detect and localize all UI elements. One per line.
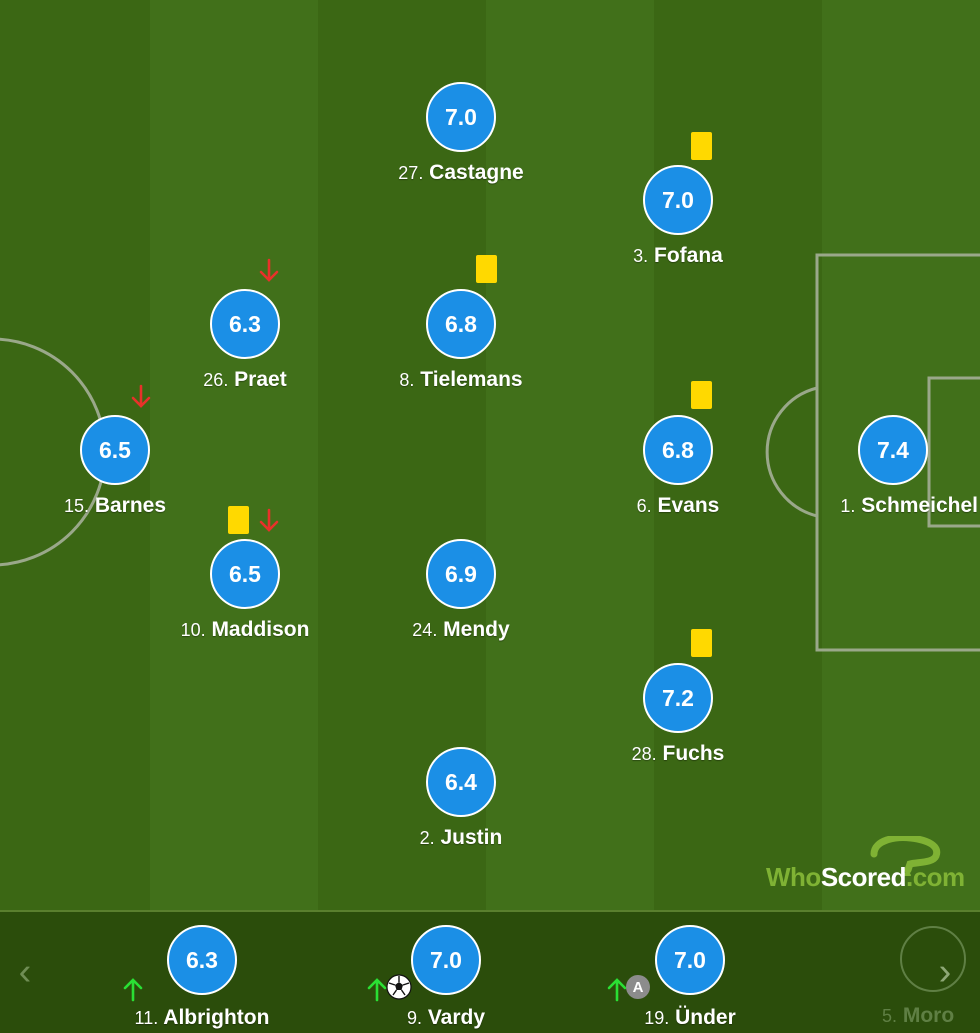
player-rating[interactable]: 6.8 bbox=[426, 289, 496, 359]
player-rating[interactable]: 6.5 bbox=[210, 539, 280, 609]
substitutes-bar: ‹ 6.3 11. Albrighton 7.0 9. Vardy A 7.0 … bbox=[0, 910, 980, 1033]
player-rating[interactable]: 7.0 bbox=[411, 925, 481, 995]
player-rating[interactable]: 7.2 bbox=[643, 663, 713, 733]
player-name[interactable]: 27. Castagne bbox=[398, 161, 524, 184]
bench-player-name-partial[interactable]: 5. Moro bbox=[882, 1004, 955, 1027]
player-rating[interactable]: 6.3 bbox=[167, 925, 237, 995]
sub-on-arrow-icon bbox=[367, 978, 387, 1002]
sub-off-arrow-icon bbox=[259, 508, 279, 532]
whoscored-logo: WhoScored.com bbox=[766, 836, 966, 896]
player-name[interactable]: 8. Tielemans bbox=[399, 368, 523, 391]
player-name[interactable]: 1. Schmeichel bbox=[840, 494, 978, 517]
whoscored-wordmark: WhoScored.com bbox=[766, 862, 965, 892]
pitch-stripe bbox=[150, 0, 318, 910]
player-rating[interactable]: 6.9 bbox=[426, 539, 496, 609]
player-name[interactable]: 26. Praet bbox=[203, 368, 287, 391]
player-rating[interactable]: 7.0 bbox=[426, 82, 496, 152]
yellow-card-icon bbox=[691, 132, 712, 160]
player-name[interactable]: 19. Ünder bbox=[644, 1006, 736, 1029]
sub-off-arrow-icon bbox=[131, 384, 151, 408]
yellow-card-icon bbox=[476, 255, 497, 283]
yellow-card-icon bbox=[691, 629, 712, 657]
whoscored-question-mark-icon bbox=[870, 836, 941, 876]
player-rating[interactable]: 7.0 bbox=[643, 165, 713, 235]
player-name[interactable]: 9. Vardy bbox=[406, 1006, 486, 1029]
player-name[interactable]: 6. Evans bbox=[636, 494, 720, 517]
yellow-card-icon bbox=[228, 506, 249, 534]
player-name[interactable]: 28. Fuchs bbox=[631, 742, 725, 765]
pitch-stripe bbox=[486, 0, 654, 910]
player-name[interactable]: 3. Fofana bbox=[633, 244, 723, 267]
pitch: 7.0 27. Castagne 7.0 3. Fofana 6.3 26. P… bbox=[0, 0, 980, 910]
player-rating[interactable]: 6.4 bbox=[426, 747, 496, 817]
player-name[interactable]: 10. Maddison bbox=[180, 618, 310, 641]
sub-on-arrow-icon bbox=[123, 978, 143, 1002]
sub-off-arrow-icon bbox=[259, 258, 279, 282]
chevron-right-icon[interactable]: › bbox=[938, 951, 952, 993]
player-rating[interactable]: 6.8 bbox=[643, 415, 713, 485]
player-name[interactable]: 2. Justin bbox=[419, 826, 503, 849]
player-name[interactable]: 15. Barnes bbox=[63, 494, 167, 517]
goal-ball-icon bbox=[386, 974, 412, 1000]
player-rating[interactable]: 6.5 bbox=[80, 415, 150, 485]
bench-player-rating-partial[interactable] bbox=[900, 926, 966, 992]
player-name[interactable]: 24. Mendy bbox=[412, 618, 510, 641]
player-rating[interactable]: 7.0 bbox=[655, 925, 725, 995]
player-name[interactable]: 11. Albrighton bbox=[134, 1006, 270, 1029]
assist-icon: A bbox=[626, 975, 650, 999]
yellow-card-icon bbox=[691, 381, 712, 409]
player-rating[interactable]: 7.4 bbox=[858, 415, 928, 485]
sub-on-arrow-icon bbox=[607, 978, 627, 1002]
chevron-left-icon[interactable]: ‹ bbox=[18, 951, 32, 993]
player-rating[interactable]: 6.3 bbox=[210, 289, 280, 359]
